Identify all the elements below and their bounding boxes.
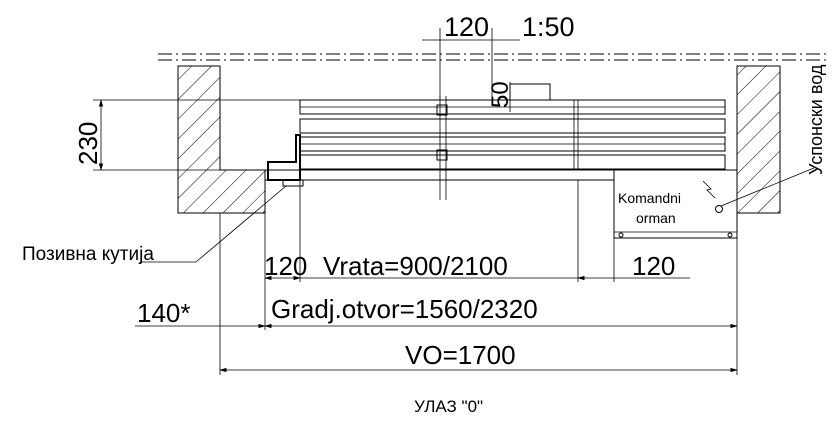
call-box-label: Позивна кутија <box>22 244 154 265</box>
control-label-2: orman <box>636 210 676 226</box>
riser-label: Успонски вод <box>806 64 826 175</box>
door-frame-left <box>267 134 301 181</box>
door-panels <box>299 83 726 200</box>
dim-left-120-label: 120 <box>264 251 307 281</box>
dim-right-120-label: 120 <box>632 251 675 281</box>
dim-door-label: Vrata=900/2100 <box>323 251 508 281</box>
left-wall <box>177 65 266 214</box>
entrance-caption: УЛАЗ "0" <box>414 397 483 416</box>
lightning-mark <box>702 180 716 199</box>
top-dim-120: 120 <box>444 12 489 42</box>
dim-140-label: 140* <box>137 298 191 328</box>
dim-230-label: 230 <box>73 122 103 165</box>
dim-vo-label: VO=1700 <box>405 340 516 370</box>
right-wall <box>736 65 781 214</box>
call-box-leader <box>195 185 287 263</box>
scale-label: 1:50 <box>522 12 575 42</box>
control-label-1: Komandni <box>618 190 681 206</box>
call-box <box>282 179 304 187</box>
dim-50-label: 50 <box>487 81 514 108</box>
control-cabinet <box>613 169 738 239</box>
riser-cable-point <box>715 205 723 213</box>
riser-leader <box>720 167 815 207</box>
dim-opening-label: Gradj.otvor=1560/2320 <box>271 294 538 324</box>
